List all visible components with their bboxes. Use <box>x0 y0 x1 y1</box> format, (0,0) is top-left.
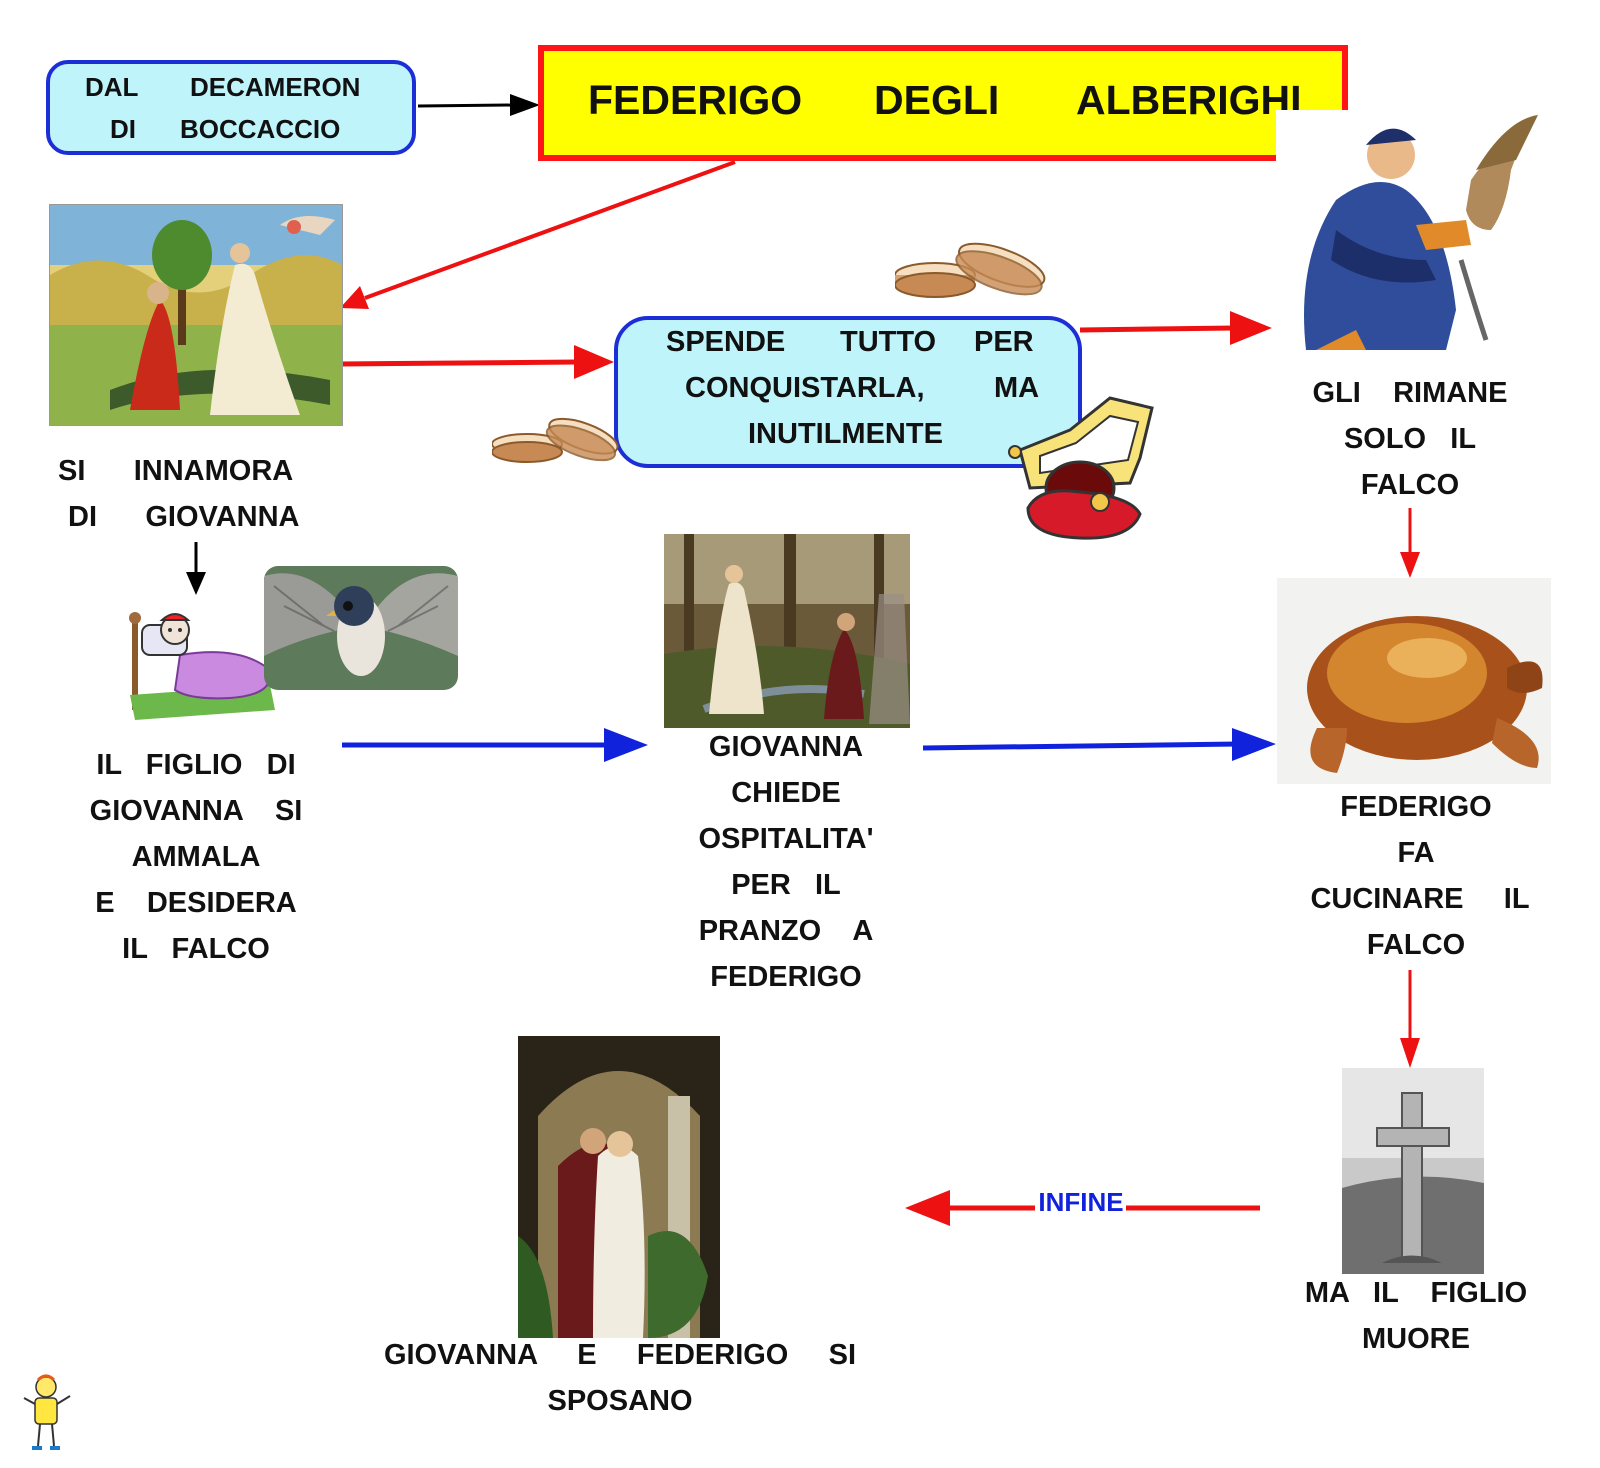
painting-courtship-image <box>49 204 343 426</box>
label-figlio-line-2: GIOVANNA SI <box>89 795 303 827</box>
label-giovanna-chiede: GIOVANNA CHIEDE OSPITALITA' PER IL PRANZ… <box>636 724 936 1000</box>
source-decameron: DECAMERON <box>190 72 361 102</box>
spend-word-inutilmente: INUTILMENTE <box>748 418 943 450</box>
label-giovanna-line-5: PRANZO A <box>698 915 874 947</box>
spend-word-spende: SPENDE <box>666 326 786 358</box>
source-dal: DAL <box>85 72 139 102</box>
connector-label-infine: INFINE <box>1038 1187 1124 1217</box>
crown-hat-icon <box>1008 396 1154 540</box>
spend-word-conquistarla: CONQUISTARLA, <box>685 372 925 404</box>
label-sposano: GIOVANNA E FEDERIGO SI SPOSANO <box>340 1332 900 1424</box>
title-word-2: DEGLI <box>874 77 1000 123</box>
sick-child-bed-image <box>120 600 280 735</box>
label-muore-line-2: MUORE <box>1362 1323 1470 1355</box>
label-figlio-line-4: E DESIDERA <box>95 887 297 919</box>
arrow-cucinare-to-cross <box>1400 970 1420 1068</box>
arrow-muore-to-sposano <box>905 1190 1260 1226</box>
source-di: DI <box>110 114 136 144</box>
source-box: DAL DECAMERON DI BOCCACCIO <box>46 60 416 155</box>
label-giovanna-line-6: FEDERIGO <box>710 961 862 993</box>
label-giovanna-line-1: GIOVANNA <box>708 731 864 763</box>
spend-word-ma: MA <box>994 372 1040 404</box>
source-boccaccio: BOCCACCIO <box>180 114 341 144</box>
label-figlio-line-1: IL FIGLIO DI <box>96 749 296 781</box>
label-rimane-line-1: GLI RIMANE <box>1312 377 1508 409</box>
falcon-photo-image <box>264 566 458 690</box>
spend-word-per: PER <box>974 326 1034 358</box>
label-figlio: IL FIGLIO DI GIOVANNA SI AMMALA E DESIDE… <box>46 742 346 972</box>
label-cucinare-line-2: FA <box>1397 837 1435 869</box>
title-box: FEDERIGO DEGLI ALBERIGHI <box>538 45 1348 161</box>
label-cucinare: FEDERIGO FA CUCINARE IL FALCO <box>1266 784 1566 968</box>
label-giovanna-line-3: OSPITALITA' <box>698 823 874 855</box>
arrow-painting-to-spend <box>339 345 614 379</box>
label-muore-line-1: MA IL FIGLIO <box>1304 1277 1528 1309</box>
arrow-rimane-to-chicken <box>1400 508 1420 578</box>
label-innamora-line-2: DI GIOVANNA <box>68 501 300 533</box>
mascot-icon <box>23 1374 71 1450</box>
coins-icon-top <box>895 242 1046 298</box>
roast-chicken-image <box>1277 578 1551 784</box>
label-innamora: SI INNAMORA DI GIOVANNA <box>30 448 330 540</box>
arrow-source-to-title <box>417 94 540 116</box>
label-rimane-line-2: SOLO IL <box>1343 423 1477 455</box>
title-word-1: FEDERIGO <box>588 77 803 123</box>
label-sposano-line-1: GIOVANNA E FEDERIGO SI <box>383 1339 857 1371</box>
spend-box: SPENDE TUTTO PER CONQUISTARLA, MA INUTIL… <box>614 316 1082 468</box>
spend-word-tutto: TUTTO <box>840 326 937 358</box>
label-sposano-line-2: SPOSANO <box>547 1385 693 1417</box>
label-rimane-line-3: FALCO <box>1360 469 1460 501</box>
arrow-spend-to-falconer <box>1079 311 1272 345</box>
label-cucinare-line-4: FALCO <box>1366 929 1466 961</box>
coins-icon-bottom <box>492 417 619 463</box>
cross-grave-image <box>1342 1068 1484 1274</box>
label-innamora-line-1: SI INNAMORA <box>58 455 294 487</box>
painting-romeo-juliet-image <box>518 1036 720 1338</box>
title-word-3: ALBERIGHI <box>1076 77 1302 123</box>
arrow-figlio-to-giovanna <box>342 728 648 762</box>
label-giovanna-line-4: PER IL <box>731 869 841 901</box>
arrow-title-to-painting <box>340 160 736 309</box>
painting-giovanna-forest-image <box>664 534 910 728</box>
label-giovanna-line-2: CHIEDE <box>731 777 841 809</box>
label-cucinare-line-3: CUCINARE IL <box>1310 883 1530 915</box>
label-cucinare-line-1: FEDERIGO <box>1340 791 1492 823</box>
label-figlio-line-5: IL FALCO <box>122 933 270 965</box>
label-muore: MA IL FIGLIO MUORE <box>1266 1270 1566 1362</box>
label-rimane: GLI RIMANE SOLO IL FALCO <box>1276 370 1544 508</box>
arrow-giovanna-to-chicken <box>922 728 1276 761</box>
label-figlio-line-3: AMMALA <box>131 841 261 873</box>
arrow-innamora-to-sick <box>186 542 206 595</box>
falconer-image <box>1276 110 1544 368</box>
